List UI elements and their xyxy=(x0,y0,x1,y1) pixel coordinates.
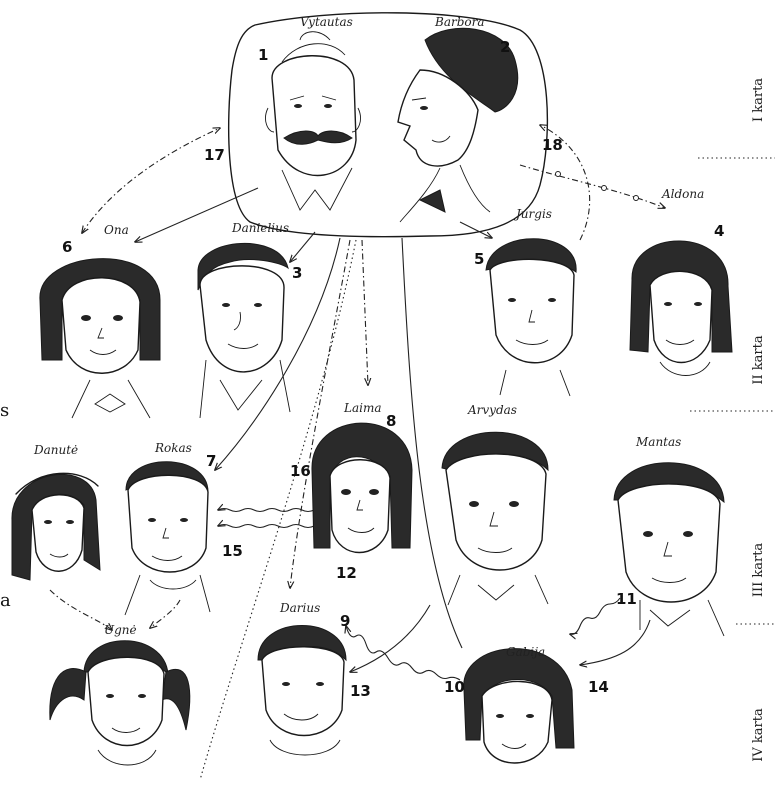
relation-number-12: 12 xyxy=(336,564,357,582)
connector-parent-gabija xyxy=(402,238,462,648)
number-gabija: 10 xyxy=(444,678,465,696)
generation-label-2: II karta xyxy=(751,335,766,384)
relation-number-13: 13 xyxy=(350,682,371,700)
edge-fragments: s a xyxy=(0,400,11,611)
name-aldona: Aldona xyxy=(661,187,704,201)
number-barbora: 2 xyxy=(500,38,510,56)
name-barbora: Barbora xyxy=(434,15,485,29)
number-danielius: 3 xyxy=(292,264,302,282)
number-laima: 8 xyxy=(386,412,396,430)
connector-mantas-gabija xyxy=(580,620,650,665)
generation-label-4: IV karta xyxy=(751,708,766,762)
portrait-danute xyxy=(12,473,100,580)
generation-label-1: I karta xyxy=(751,78,766,122)
portrait-gabija xyxy=(464,649,574,763)
relation-number-17: 17 xyxy=(204,146,225,164)
name-arvydas: Arvydas xyxy=(467,403,517,417)
portrait-ona xyxy=(40,259,160,418)
portrait-ugne xyxy=(50,641,190,765)
name-ugne: Ugnė xyxy=(104,623,137,637)
person-numbers: 1 2 3 4 5 6 7 8 9 10 11 xyxy=(62,38,724,696)
portrait-rokas xyxy=(125,462,210,615)
name-rokas: Rokas xyxy=(154,441,192,455)
connector-rokas-ugne xyxy=(150,600,180,628)
connector-node xyxy=(602,186,607,191)
portrait-danielius xyxy=(198,243,290,418)
portrait-barbora xyxy=(398,28,518,222)
portrait-laima xyxy=(312,423,412,552)
number-rokas: 7 xyxy=(206,452,216,470)
connector-17 xyxy=(82,128,220,233)
number-jurgis: 5 xyxy=(474,250,484,268)
name-jurgis: Jurgis xyxy=(513,207,552,221)
connector-node xyxy=(634,196,639,201)
name-vytautas: Vytautas xyxy=(300,15,353,29)
number-vytautas: 1 xyxy=(258,46,268,64)
portrait-arvydas xyxy=(442,432,548,605)
name-gabija: Gabija xyxy=(506,645,545,659)
generation-label-3: III karta xyxy=(751,543,766,598)
portrait-mantas xyxy=(614,463,724,636)
generation-labels: I karta II karta III karta IV karta xyxy=(751,78,766,762)
relation-number-15: 15 xyxy=(222,542,243,560)
connector-parent-danielius xyxy=(290,232,315,262)
connector-arvydas-darius xyxy=(350,605,430,672)
number-mantas: 11 xyxy=(616,590,637,608)
connector-16b xyxy=(218,520,324,528)
number-ona: 6 xyxy=(62,238,72,256)
name-mantas: Mantas xyxy=(635,435,681,449)
connector-16 xyxy=(218,508,324,512)
name-laima: Laima xyxy=(343,401,382,415)
connector-danute-ugne xyxy=(50,590,112,630)
portrait-aldona xyxy=(630,241,732,376)
portrait-vytautas xyxy=(266,32,361,210)
name-danute: Danutė xyxy=(33,443,78,457)
name-ona: Ona xyxy=(104,223,129,237)
portrait-darius xyxy=(258,626,346,756)
edge-fragment-a: a xyxy=(0,590,11,611)
connector-12 xyxy=(346,626,460,680)
portrait-jurgis xyxy=(486,239,576,396)
number-aldona: 4 xyxy=(714,222,724,240)
connector-parent-laima xyxy=(362,240,368,385)
relation-number-14: 14 xyxy=(588,678,609,696)
edge-fragment-s: s xyxy=(0,400,9,421)
connector-18-aldona xyxy=(520,165,665,208)
number-darius: 9 xyxy=(340,612,350,630)
relation-number-16: 16 xyxy=(290,462,311,480)
relation-number-18: 18 xyxy=(542,136,563,154)
connector-node xyxy=(556,172,561,177)
connector-11 xyxy=(570,598,620,634)
name-darius: Darius xyxy=(279,601,320,615)
name-danielius: Danielius xyxy=(231,221,289,235)
